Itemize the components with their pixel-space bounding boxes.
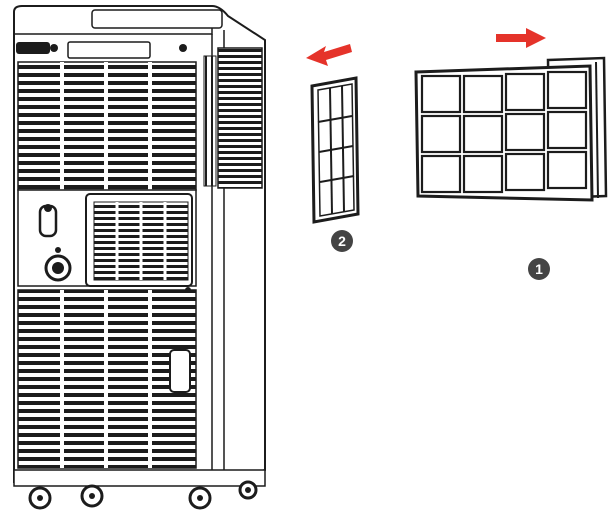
step-badge-circle	[528, 258, 550, 280]
step-number-1: 1	[535, 261, 543, 277]
outer-filter-edge	[595, 61, 599, 199]
small-port	[55, 247, 61, 253]
upper-grille-dividers	[60, 62, 152, 190]
lower-grille-dividers	[60, 290, 152, 468]
power-cord-holder	[16, 42, 50, 54]
handle-slot	[67, 41, 151, 59]
right-arrow-icon	[496, 28, 546, 48]
inner-filter-mesh	[317, 85, 355, 215]
side-upper-vent	[217, 47, 263, 189]
screw	[179, 44, 187, 52]
screw	[50, 44, 58, 52]
side-upper-frame	[203, 55, 217, 187]
inner-filter	[310, 76, 360, 224]
unit-base	[13, 469, 266, 487]
step-badge-1: 1	[528, 258, 550, 280]
top-vent-slot	[91, 9, 223, 29]
air-conditioner-unit	[13, 5, 266, 510]
outer-filter-cells	[420, 70, 588, 194]
left-arrow-icon	[306, 44, 352, 66]
inner-grille-dividers	[115, 202, 167, 280]
step-badge-2: 2	[331, 230, 353, 252]
side-handle	[169, 349, 191, 393]
outer-filter	[414, 56, 608, 202]
caster-hubs	[37, 487, 251, 501]
drain-outlet-core	[52, 262, 64, 274]
drain-dot	[44, 204, 52, 212]
step-badge-circle	[331, 230, 353, 252]
step-number-2: 2	[338, 233, 346, 249]
